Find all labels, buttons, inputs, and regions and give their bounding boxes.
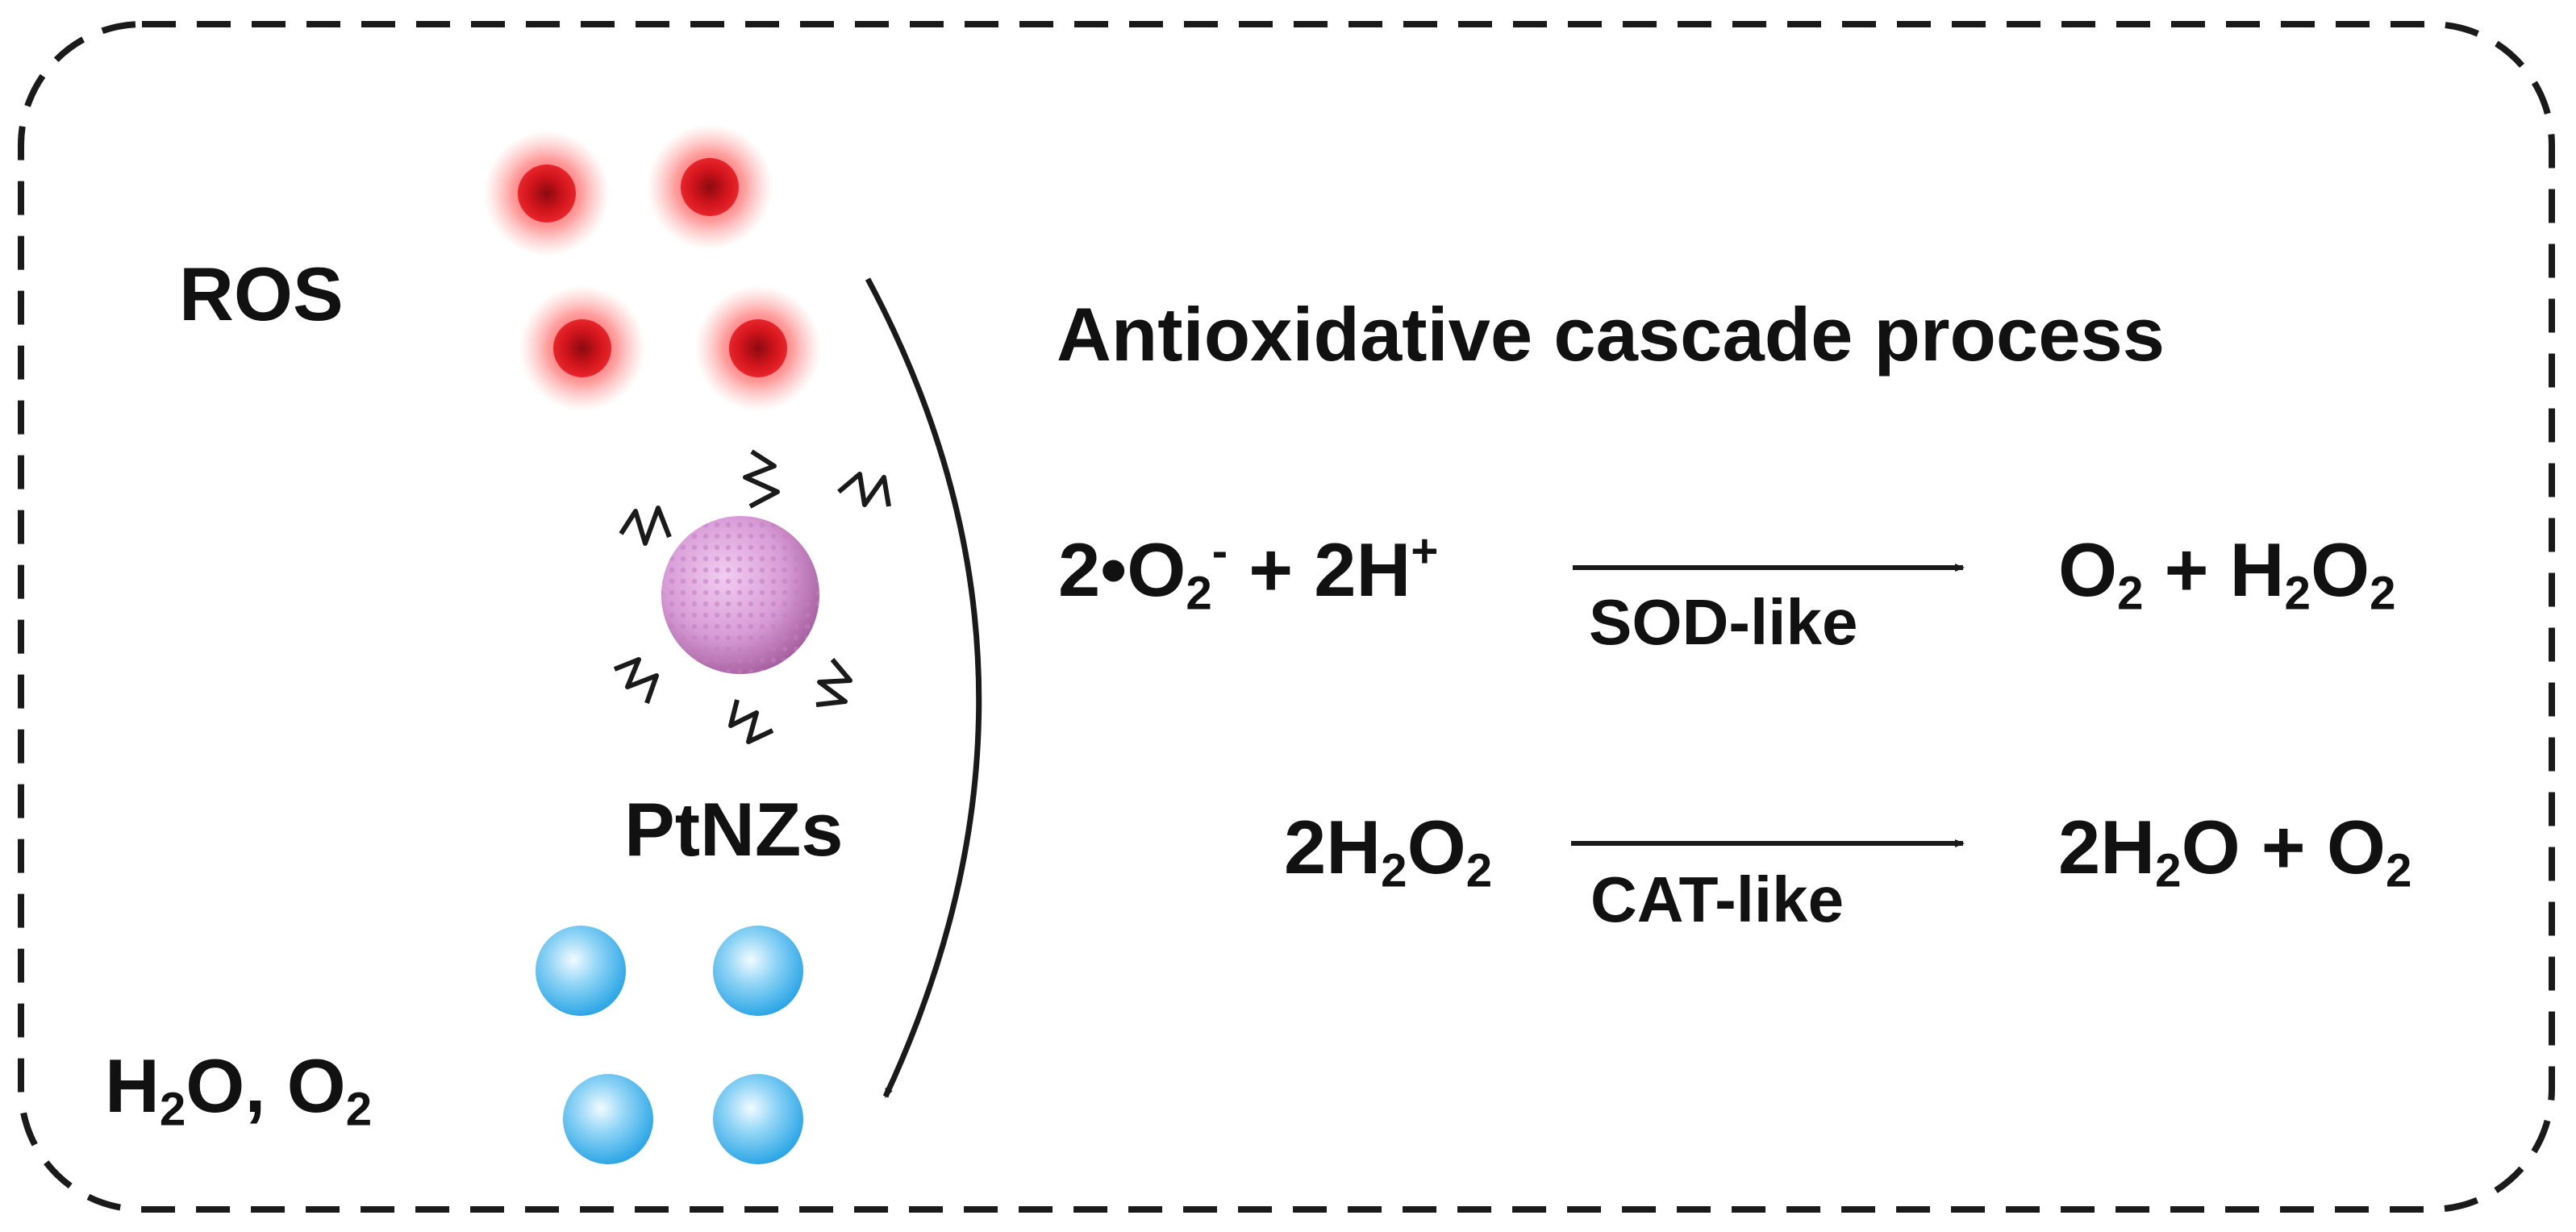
ptnzs-label: PtNZs bbox=[624, 787, 844, 872]
cat-catalyst-label: CAT-like bbox=[1590, 864, 1844, 935]
sod-products: O2 + H2O2 bbox=[2058, 527, 2396, 620]
water-particle bbox=[563, 1074, 653, 1164]
sod-catalyst-label: SOD-like bbox=[1589, 586, 1858, 658]
water-particle bbox=[536, 926, 626, 1016]
sod-reactants: 2•O2- + 2H+ bbox=[1058, 524, 1439, 620]
water-particle bbox=[713, 1074, 803, 1164]
ros-label: ROS bbox=[179, 252, 344, 336]
cascade-heading: Antioxidative cascade process bbox=[1057, 292, 2165, 377]
cat-products: 2H2O + O2 bbox=[2058, 805, 2412, 897]
ligand bbox=[613, 657, 659, 704]
ligand bbox=[815, 658, 852, 707]
ros-particle bbox=[647, 124, 773, 250]
ligand bbox=[728, 699, 774, 744]
ros-particle bbox=[484, 131, 610, 256]
water-particles bbox=[536, 926, 803, 1164]
ros-particle bbox=[519, 285, 645, 411]
cascade-arrow bbox=[865, 277, 982, 1098]
products-label: H2O, O2 bbox=[105, 1043, 373, 1136]
dashed-border bbox=[18, 21, 2555, 1213]
ros-particles bbox=[484, 124, 821, 411]
ros-particle bbox=[695, 285, 821, 411]
ligand bbox=[837, 472, 891, 507]
ligand bbox=[619, 506, 672, 546]
ptnz-nanozyme bbox=[613, 449, 891, 744]
water-particle bbox=[713, 926, 803, 1016]
ligand bbox=[743, 449, 780, 509]
cat-reactants: 2H2O2 bbox=[1284, 805, 1493, 897]
